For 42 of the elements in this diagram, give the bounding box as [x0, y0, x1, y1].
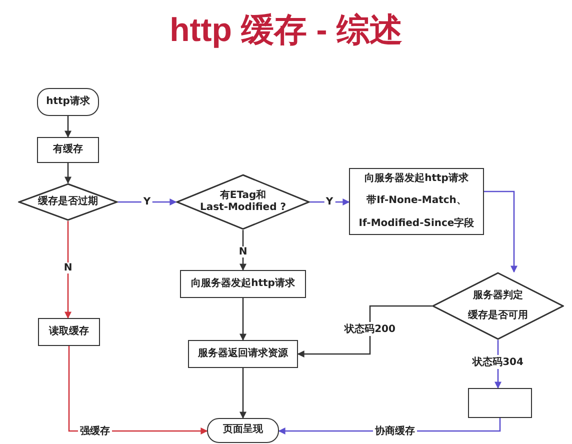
arrow	[64, 221, 72, 319]
terminal-box	[37, 88, 99, 116]
decision-diamond	[432, 272, 564, 340]
node-label: 页面呈现	[223, 424, 263, 437]
arrow	[64, 116, 72, 138]
arrow	[240, 298, 246, 341]
arrow	[310, 198, 350, 206]
edge-label: N	[236, 246, 250, 258]
process-box	[349, 168, 484, 235]
process-box	[468, 388, 532, 418]
decision-diamond	[18, 183, 118, 221]
node-label: 缓存是否可用	[468, 310, 528, 322]
node-label: 服务器返回请求资源	[198, 348, 288, 360]
edge-label: 状态码304	[470, 355, 526, 369]
process-box	[37, 137, 99, 163]
node-label: 带If-None-Match、	[366, 195, 466, 208]
arrow	[240, 368, 246, 419]
node-label: 有ETag和 Last-Modified ?	[198, 190, 288, 214]
process-box	[188, 340, 298, 368]
edge-label: N	[62, 262, 74, 274]
arrow	[64, 163, 72, 184]
process-box	[38, 318, 100, 346]
title: http 缓存 - 综述	[168, 10, 404, 50]
node-label: 读取缓存	[49, 326, 89, 338]
node-heading: 向服务器发起http请求	[364, 172, 468, 186]
node-label: 缓存是否过期	[38, 196, 98, 208]
node-heading: 服务器判定	[473, 290, 523, 302]
arrow	[118, 198, 177, 206]
edge-label: Y	[324, 196, 336, 208]
process-box	[180, 270, 306, 298]
edge-label: 协商缓存	[373, 424, 417, 438]
edge-label: 强缓存	[78, 424, 112, 438]
node-label: If-Modified-Since字段	[358, 218, 474, 230]
arrow	[484, 190, 518, 273]
edge-label: 状态码200	[342, 322, 398, 336]
edge-label: Y	[141, 196, 153, 208]
arrow	[297, 305, 432, 358]
node-label: http请求	[46, 96, 90, 108]
node-label: 向服务器发起http请求	[191, 278, 295, 290]
terminal-box	[207, 418, 279, 443]
decision-diamond	[176, 174, 310, 230]
node-label: 有缓存	[53, 144, 83, 156]
